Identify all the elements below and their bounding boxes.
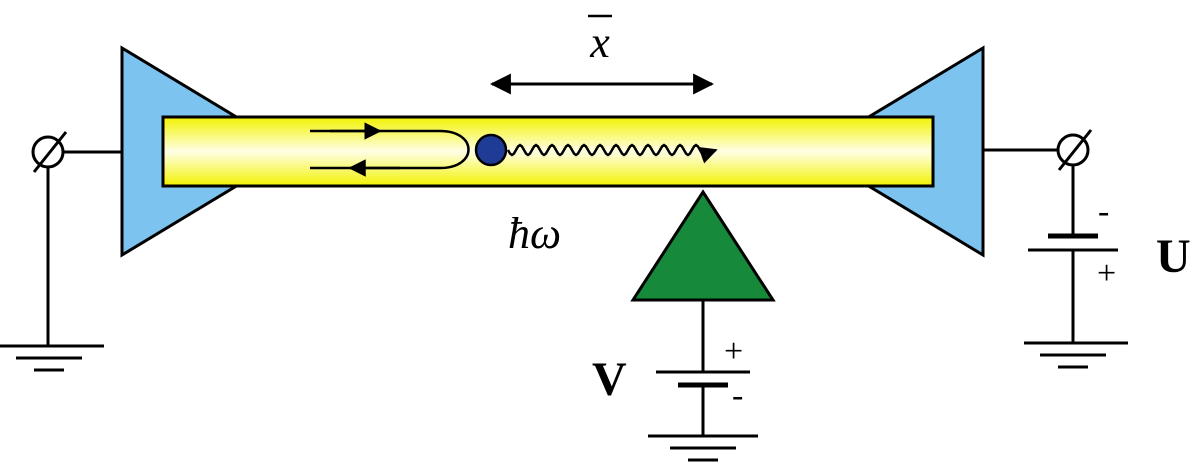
electron-particle — [474, 133, 508, 167]
ground-icon — [1024, 341, 1128, 369]
phonon-label: ħω — [508, 209, 561, 258]
left-lead — [46, 150, 122, 346]
ground-icon — [648, 434, 758, 462]
electron-paths — [310, 122, 470, 177]
gate-plus-sign: + — [724, 333, 743, 370]
right-terminal-icon — [1056, 129, 1093, 171]
gate-minus-sign: - — [732, 377, 743, 414]
phonon-wave — [506, 143, 718, 164]
bias-voltage-label: U — [1156, 230, 1191, 283]
bias-minus-sign: - — [1098, 193, 1109, 230]
gate-circuit — [656, 300, 750, 436]
displacement-label: x — [589, 18, 610, 67]
right-lead — [983, 148, 1118, 343]
bias-plus-sign: + — [1097, 255, 1116, 292]
left-terminal-icon — [31, 131, 68, 173]
gate-voltage-label: V — [592, 353, 627, 406]
ground-icon — [0, 344, 104, 372]
gate-tip — [630, 189, 776, 302]
